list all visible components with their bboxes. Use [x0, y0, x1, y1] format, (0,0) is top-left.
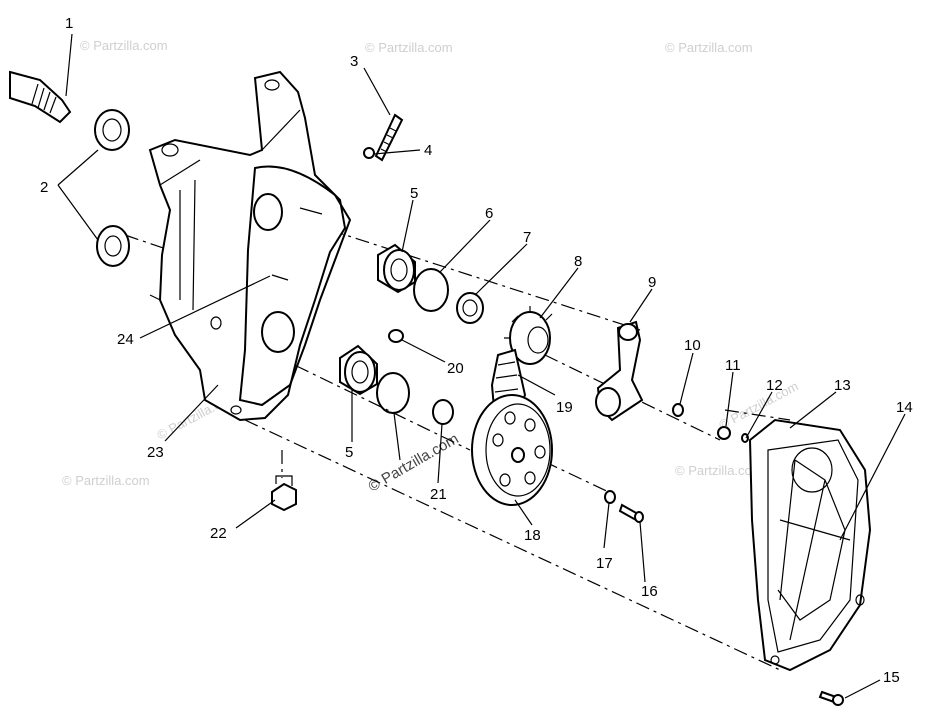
watermark-text: © Partzilla.com [62, 473, 150, 488]
callout-8: 8 [574, 253, 582, 270]
callout-labels: 1 2 3 4 5 6 7 8 9 10 11 12 13 14 15 16 1… [40, 15, 913, 686]
watermark-text-dark: © Partzilla.com [366, 430, 462, 495]
part-ring-upper [413, 268, 449, 312]
part-lock-nut [717, 426, 731, 440]
callout-9: 9 [648, 274, 656, 291]
callout-19: 19 [556, 399, 573, 416]
part-cover-bolt [818, 690, 844, 706]
housing-bores [253, 193, 323, 353]
leader-lines [57, 33, 906, 699]
part-seal-lower [96, 225, 130, 267]
watermark-text: © Partzilla.com [80, 38, 168, 53]
callout-14: 14 [896, 399, 913, 416]
callout-12: 12 [766, 377, 783, 394]
part-tensioner-arm [595, 320, 644, 422]
callout-13: 13 [834, 377, 851, 394]
callout-3: 3 [350, 53, 358, 70]
callout-18: 18 [524, 527, 541, 544]
callout-6: 6 [485, 205, 493, 222]
callout-15: 15 [883, 669, 900, 686]
part-bearing-upper [377, 243, 416, 294]
part-small-ring [432, 399, 454, 425]
callout-1: 1 [65, 15, 73, 32]
part-bearing-lower [339, 344, 378, 396]
part-small-washer [604, 490, 616, 504]
part-drain-plug [271, 475, 297, 512]
part-sprocket-large [471, 394, 553, 506]
part-seal-small [456, 292, 484, 324]
part-gasket [238, 165, 352, 407]
watermark-text: © Partzilla.com [675, 463, 763, 478]
part-shaft [9, 70, 72, 124]
callout-23: 23 [147, 444, 164, 461]
part-nut [363, 147, 375, 159]
part-screw [618, 503, 644, 523]
part-ring-lower [376, 372, 410, 414]
callout-2: 2 [40, 179, 48, 196]
callout-11: 11 [725, 357, 741, 374]
callout-24: 24 [117, 331, 134, 348]
callout-20: 20 [447, 360, 464, 377]
callout-5-upper: 5 [410, 185, 418, 202]
callout-5-lower: 5 [345, 444, 353, 461]
watermark-text: © Partzilla.com [665, 40, 753, 55]
part-chaincase-cover [748, 418, 872, 672]
callout-21: 21 [430, 486, 447, 503]
part-bolt [374, 113, 404, 162]
part-small-nut [388, 329, 404, 343]
part-seal-upper [94, 109, 130, 151]
part-washer [672, 403, 684, 417]
callout-17: 17 [596, 555, 613, 572]
callout-4: 4 [424, 142, 432, 159]
callout-22: 22 [210, 525, 227, 542]
callout-16: 16 [641, 583, 658, 600]
callout-7: 7 [523, 229, 531, 246]
callout-10: 10 [684, 337, 701, 354]
watermark-text: © Partzilla.com [365, 40, 453, 55]
